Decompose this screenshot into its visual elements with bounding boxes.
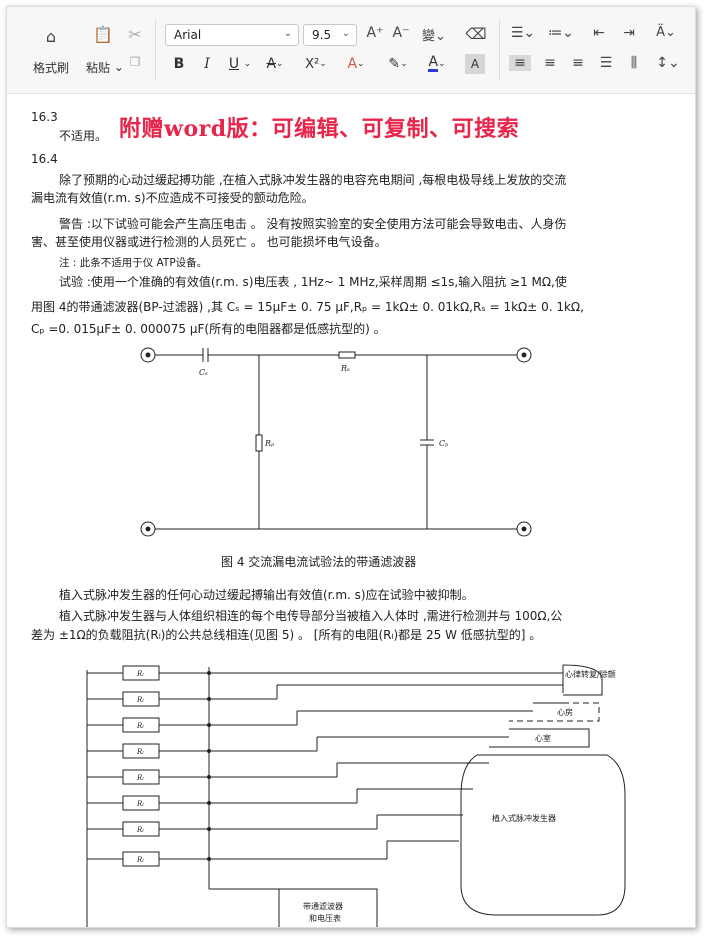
document-body: 16.3 不适用。 附赠word版：可编辑、可复制、可搜索 16.4 除了预期的… (7, 93, 695, 927)
paragraph-load-line2: 差为 ±1Ω的负载阻抗(Rₗ)的公共总线相连(见图 5) 。 [所有的电阻(Rₗ… (31, 628, 542, 642)
figure-4-caption: 图 4 交流漏电流试验法的带通滤波器 (221, 555, 417, 569)
warning-line1: 警告 :以下试验可能会产生高压电击 。 没有按照实验室的安全使用方法可能会导致电… (59, 217, 567, 231)
test-line2: 用图 4的带通滤波器(BP-过滤器) ,其 Cₛ = 15μF± 0. 75 μ… (31, 300, 584, 314)
fig5-resistor-label: Rₗ (136, 774, 144, 782)
decrease-indent-icon[interactable]: ⇤ (593, 25, 605, 41)
format-painter-button[interactable]: 格式刷 (32, 60, 69, 75)
justify-icon[interactable]: ☰ (599, 55, 613, 71)
line-spacing-icon[interactable]: ↕⌄ (656, 55, 680, 71)
fig5-ipg-label: 植入式脉冲发生器 (492, 813, 556, 823)
clear-format-icon[interactable]: ⌫ (465, 25, 487, 43)
chevron-down-icon: ⌄ (341, 28, 350, 39)
font-color-button[interactable]: A⌄ (428, 54, 446, 72)
fig4-rs-label: Rₛ (340, 364, 350, 373)
toolbar-separator (155, 19, 156, 81)
phonetic-guide-icon[interactable]: 變⌄ (422, 29, 446, 44)
format-painter-icon[interactable]: ⌂ (45, 27, 57, 46)
strike-label: A (266, 56, 277, 72)
align-left-icon[interactable]: ≡ (509, 55, 531, 71)
paragraph-load-line1: 植入式脉冲发生器与人体组织相连的每个电传导部分当被植入人体时 ,需进行检测并与 … (59, 609, 563, 623)
underline-label: U (228, 56, 240, 72)
italic-button[interactable]: I (204, 56, 210, 72)
font-size-select[interactable]: 9.5 ⌄ (303, 24, 357, 46)
text-effect-button[interactable]: A⌄ (347, 56, 365, 72)
fig4-cs-label: Cₛ (199, 368, 208, 377)
cut-icon[interactable]: ✂ (128, 25, 142, 44)
toolbar-separator (499, 19, 500, 81)
increase-indent-icon[interactable]: ⇥ (623, 25, 635, 41)
grow-font-icon[interactable]: A⁺ (366, 25, 384, 41)
font-name-select[interactable]: Arial ⌄ (165, 24, 299, 46)
ribbon-toolbar: ⌂ 格式刷 📋 粘贴 ⌄ ✂ ❐ Arial ⌄ 9.5 ⌄ A⁺ A⁻ 變⌄ … (7, 7, 695, 94)
test-line3: Cₚ =0. 015μF± 0. 000075 μF(所有的电阻器都是低感抗型的… (31, 322, 386, 336)
character-shading-button[interactable]: A (465, 54, 485, 74)
paragraph-requirement-line2: 漏电流有效值(r.m. s)不应造成不可接受的颤动危险。 (31, 191, 314, 205)
shrink-font-icon[interactable]: A⁻ (392, 25, 410, 41)
paste-label: 粘贴 (86, 60, 111, 75)
font-name-value: Arial (174, 28, 202, 42)
paragraph-requirement-line1: 除了预期的心动过缓起搏功能 ,在植入式脉冲发生器的电容充电期间 ,每根电极导线上… (59, 173, 567, 187)
fig5-resistor-label: Rₗ (136, 826, 144, 834)
document-page: ⌂ 格式刷 📋 粘贴 ⌄ ✂ ❐ Arial ⌄ 9.5 ⌄ A⁺ A⁻ 變⌄ … (6, 6, 696, 928)
superscript-label: X² (305, 56, 320, 72)
underline-button[interactable]: U ⌄ (228, 56, 252, 72)
test-line1: 试验 :使用一个准确的有效值(r.m. s)电压表 , 1Hz~ 1 MHz,采… (59, 275, 567, 289)
fig5-cardioversion-label: 心律转复/除颤 (565, 669, 616, 679)
highlight-button[interactable]: ✎⌄ (388, 56, 408, 72)
fig5-resistor-label: Rₗ (136, 696, 144, 704)
text-direction-icon[interactable]: Ä⌄ (656, 25, 676, 40)
fig5-ventricle-label: 心室 (535, 733, 551, 743)
superscript-button[interactable]: X²⌄ (305, 56, 327, 72)
highlight-icon: ✎ (388, 56, 401, 72)
figure-5-load-network: Rₗ Rₗ Rₗ Rₗ Rₗ Rₗ Rₗ Rₗ 心律转复/除颤 心房 心室 植入… (86, 664, 626, 927)
paragraph-suppressed: 植入式脉冲发生器的任何心动过缓起搏输出有效值(r.m. s)应在试验中被抑制。 (59, 588, 474, 602)
font-color-label: A (428, 54, 439, 72)
section-16-3-text: 不适用。 (59, 129, 108, 143)
bold-button[interactable]: B (173, 56, 185, 72)
fig5-resistor-label: Rₗ (136, 748, 144, 756)
bullet-list-icon[interactable]: ☰⌄ (510, 25, 536, 41)
chevron-down-icon: ⌄ (283, 28, 292, 39)
promo-banner: 附赠word版：可编辑、可复制、可搜索 (119, 116, 520, 142)
fig4-cp-label: Cₚ (439, 439, 449, 448)
figure-4-bandpass-filter: Cₛ Rₛ Rₚ Cₚ (140, 347, 532, 537)
fig5-atrium-label: 心房 (557, 707, 573, 717)
section-16-3-number: 16.3 (31, 110, 58, 124)
align-right-icon[interactable]: ≡ (572, 55, 584, 71)
fig5-resistor-label: Rₗ (136, 856, 144, 864)
fig5-resistor-label: Rₗ (136, 722, 144, 730)
fig4-rp-label: Rₚ (264, 439, 275, 448)
font-size-value: 9.5 (312, 28, 332, 42)
warning-line2: 害、甚至使用仪器或进行检测的人员死亡 。 也可能损坏电气设备。 (31, 235, 387, 249)
numbered-list-icon[interactable]: ≔⌄ (548, 25, 574, 41)
fig5-resistor-label: Rₗ (136, 670, 144, 678)
align-center-icon[interactable]: ≡ (544, 55, 556, 71)
note-text: 注 : 此条不适用于仪 ATP设备。 (59, 257, 208, 269)
paste-icon[interactable]: 📋 (93, 25, 113, 44)
paste-button[interactable]: 粘贴 ⌄ (86, 60, 124, 75)
section-16-4-number: 16.4 (31, 152, 58, 166)
text-effect-label: A (347, 56, 358, 72)
distribute-icon[interactable]: ⫼ (630, 55, 638, 71)
fig5-filter-label-2: 和电压表 (309, 913, 341, 923)
strikethrough-button[interactable]: A⌄ (266, 56, 284, 72)
copy-icon[interactable]: ❐ (129, 55, 141, 69)
fig5-filter-label-1: 带通滤波器 (303, 901, 343, 911)
fig5-resistor-label: Rₗ (136, 800, 144, 808)
